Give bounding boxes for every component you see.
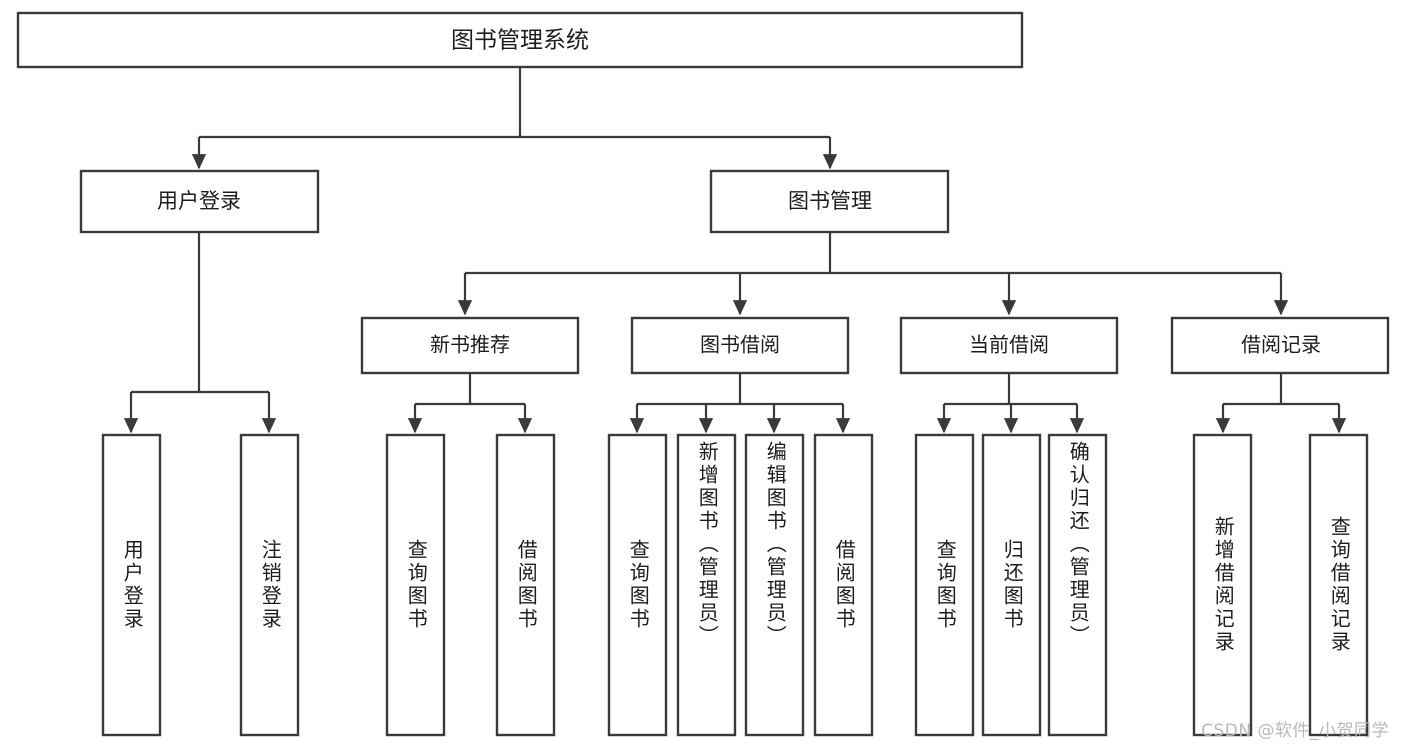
leaf-box-bb-add-book[interactable] <box>676 433 737 737</box>
node-book-borrow-label: 图书借阅 <box>700 333 780 357</box>
leaf-boxes <box>101 433 1369 737</box>
connector-userlogin-to-leaves <box>123 232 277 434</box>
node-user-login-label: 用户登录 <box>157 189 241 213</box>
node-borrow-record[interactable]: 借阅记录 <box>1170 316 1390 375</box>
connector-bookmanage-to-level2 <box>457 232 1289 316</box>
node-current-borrow-label: 当前借阅 <box>969 333 1049 357</box>
csdn-watermark: CSDN @软件_小贺同学 <box>1201 721 1389 741</box>
leaf-box-cb-return-book[interactable] <box>981 433 1042 737</box>
connector-borrowrecord-to-leaves <box>1215 373 1347 434</box>
node-new-book-rec[interactable]: 新书推荐 <box>360 316 580 375</box>
node-user-login[interactable]: 用户登录 <box>79 169 320 234</box>
leaf-box-rec-borrow-book[interactable] <box>495 433 556 737</box>
leaf-box-bb-edit-book[interactable] <box>744 433 805 737</box>
node-root[interactable]: 图书管理系统 <box>16 11 1024 69</box>
leaf-box-br-add-record[interactable] <box>1192 433 1253 737</box>
leaf-box-bb-borrow-book[interactable] <box>813 433 874 737</box>
leaf-box-cb-confirm-return[interactable] <box>1047 433 1108 737</box>
leaf-box-user-login[interactable] <box>101 433 162 737</box>
leaf-box-bb-query-book[interactable] <box>607 433 668 737</box>
leaf-box-br-query-record[interactable] <box>1308 433 1369 737</box>
leaf-box-rec-query-book[interactable] <box>385 433 446 737</box>
leaf-box-cb-query-book[interactable] <box>914 433 975 737</box>
node-current-borrow[interactable]: 当前借阅 <box>899 316 1119 375</box>
leaf-box-logout[interactable] <box>239 433 300 737</box>
node-book-manage-label: 图书管理 <box>788 189 872 213</box>
node-new-book-rec-label: 新书推荐 <box>430 333 510 357</box>
node-root-label: 图书管理系统 <box>451 28 589 54</box>
connector-bookborrow-to-leaves <box>629 373 851 434</box>
node-book-manage[interactable]: 图书管理 <box>709 169 950 234</box>
node-book-borrow[interactable]: 图书借阅 <box>630 316 850 375</box>
connector-root-to-level1 <box>191 67 838 170</box>
node-borrow-record-label: 借阅记录 <box>1241 333 1321 357</box>
connector-currentborrow-to-leaves <box>936 373 1085 434</box>
connector-newbookrec-to-leaves <box>407 373 533 434</box>
